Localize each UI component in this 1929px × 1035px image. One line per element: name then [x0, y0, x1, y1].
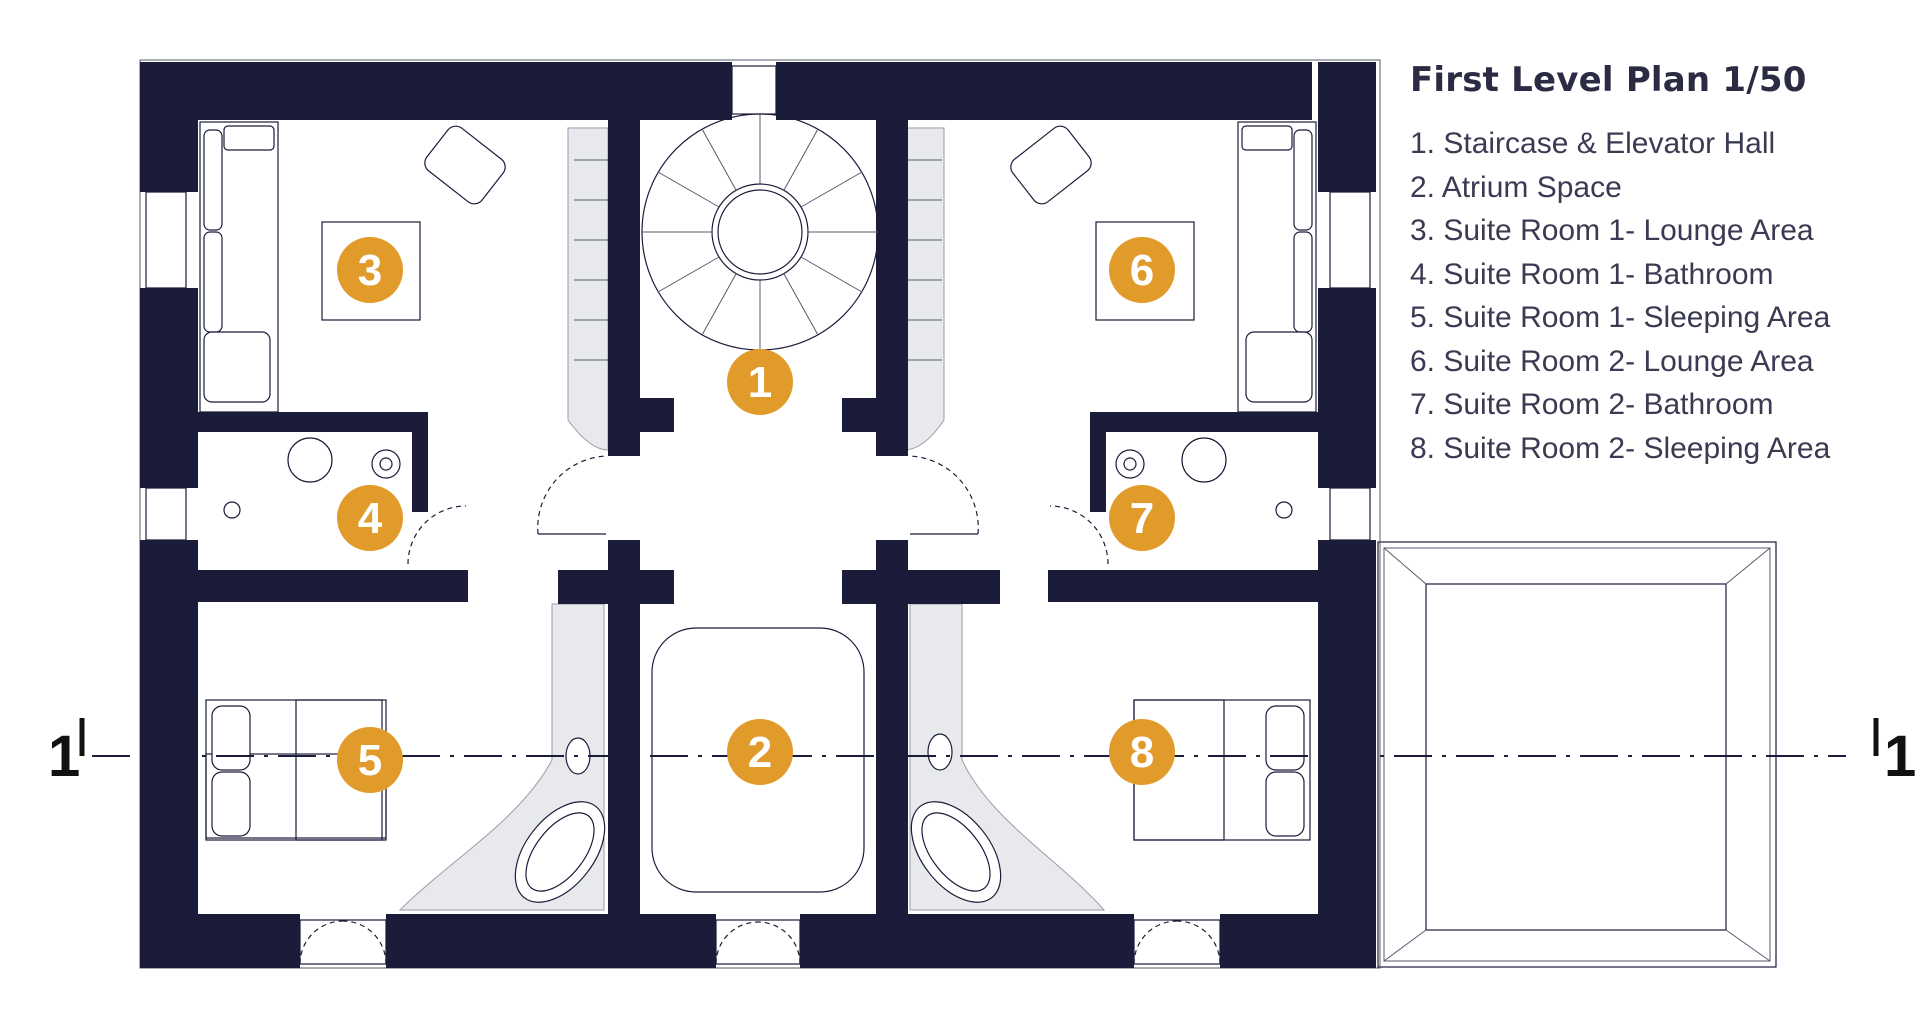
legend-item: 8. Suite Room 2- Sleeping Area: [1410, 431, 1831, 465]
straight-stairs: [574, 159, 942, 361]
room-badge-6: 6: [1109, 237, 1175, 303]
adjacent-roof: [1377, 541, 1777, 968]
legend-item: 4. Suite Room 1- Bathroom: [1410, 257, 1774, 291]
room-number-5: 5: [358, 736, 382, 785]
legend-item: 6. Suite Room 2- Lounge Area: [1410, 344, 1814, 378]
legend-item: 3. Suite Room 1- Lounge Area: [1410, 214, 1814, 247]
legend-item: 7. Suite Room 2- Bathroom: [1410, 388, 1774, 421]
room-badge-4: 4: [337, 485, 403, 551]
legend: First Level Plan 1/50 1. Staircase & Ele…: [1410, 60, 1910, 470]
room-number-4: 4: [358, 494, 383, 543]
room-badge-8: 8: [1109, 719, 1175, 785]
room-badge-3: 3: [337, 237, 403, 303]
room-number-6: 6: [1130, 246, 1154, 295]
room-badges: 1 2 3 4 5 6 7 8: [337, 237, 1175, 793]
window-frames: [145, 65, 1371, 965]
section-axis: 1 1: [48, 718, 1916, 789]
legend-item: 5. Suite Room 1- Sleeping Area: [1410, 301, 1831, 334]
section-mark-left: 1: [48, 724, 80, 789]
legend-item: 2. Atrium Space: [1410, 170, 1622, 204]
room-badge-5: 5: [337, 727, 403, 793]
bath-zones: [398, 127, 1106, 911]
section-mark-right: 1: [1884, 724, 1916, 789]
room-badge-1: 1: [727, 349, 793, 415]
room-number-2: 2: [748, 728, 772, 777]
room-number-1: 1: [748, 358, 772, 407]
plan-title: First Level Plan 1/50: [1410, 60, 1807, 100]
suite1-furniture: [199, 121, 606, 903]
walls: [140, 62, 1376, 968]
room-number-7: 7: [1130, 494, 1154, 543]
room-badge-7: 7: [1109, 485, 1175, 551]
room-number-3: 3: [358, 246, 382, 295]
room-number-8: 8: [1130, 728, 1154, 777]
atrium-void: [651, 627, 865, 893]
room-badge-2: 2: [727, 719, 793, 785]
door-swings: [407, 455, 1109, 565]
legend-item: 1. Staircase & Elevator Hall: [1410, 127, 1776, 160]
spiral-staircase: [641, 113, 879, 351]
suite2-furniture: [910, 121, 1317, 903]
